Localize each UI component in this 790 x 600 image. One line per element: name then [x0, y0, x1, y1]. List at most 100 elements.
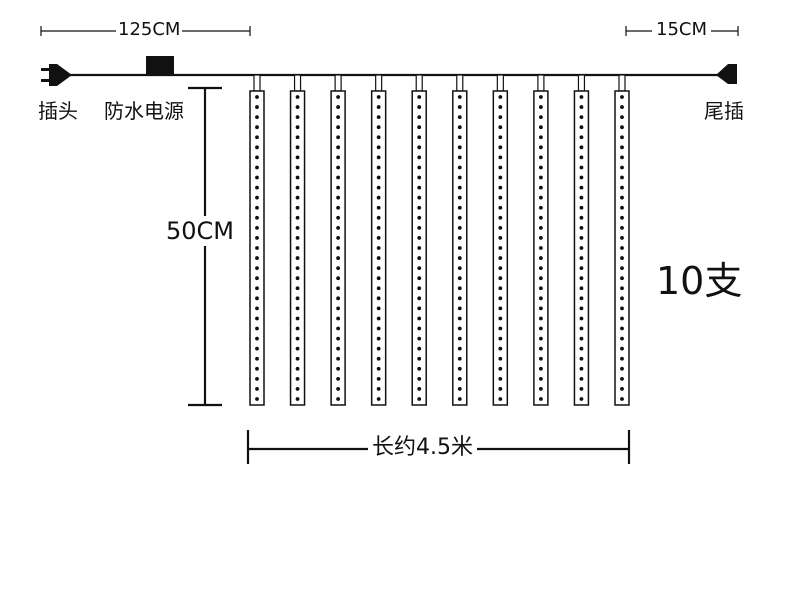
- led-tube: [330, 74, 346, 406]
- led-dot: [579, 316, 584, 321]
- led-dot: [620, 326, 624, 331]
- led-dot: [336, 165, 341, 170]
- led-dot: [579, 205, 584, 210]
- led-tube: [573, 74, 590, 406]
- led-dot: [255, 115, 259, 120]
- led-dot: [498, 286, 503, 291]
- led-dot: [417, 376, 422, 381]
- led-dot: [376, 387, 381, 391]
- led-dot: [336, 306, 341, 311]
- led-dot: [457, 276, 462, 281]
- led-dot: [498, 236, 503, 240]
- led-dot: [295, 336, 300, 341]
- led-dot: [336, 105, 341, 109]
- led-dot: [336, 125, 341, 130]
- led-dot: [376, 105, 381, 109]
- led-dot: [538, 397, 543, 401]
- led-dot: [498, 215, 503, 220]
- led-dot: [336, 376, 341, 381]
- led-dot: [255, 306, 259, 311]
- led-dot: [255, 356, 259, 361]
- led-dot: [457, 376, 462, 381]
- led-dot: [538, 387, 543, 391]
- led-dot: [295, 95, 300, 99]
- led-dot: [417, 286, 422, 291]
- led-dot: [620, 356, 624, 361]
- led-dot: [538, 145, 543, 150]
- led-dot: [376, 266, 381, 271]
- led-dot: [417, 346, 422, 351]
- led-dot: [336, 236, 341, 240]
- led-dot: [620, 256, 624, 260]
- led-dot: [336, 387, 341, 391]
- led-dot: [498, 306, 503, 311]
- led-dot: [579, 256, 584, 260]
- led-dot: [620, 286, 624, 291]
- led-dot: [498, 165, 503, 170]
- led-dot: [255, 125, 259, 130]
- led-dot: [538, 296, 543, 301]
- plug-label: 插头: [38, 99, 78, 123]
- led-dot: [376, 155, 381, 160]
- plug-length-label: 125CM: [116, 19, 183, 40]
- led-dot: [255, 256, 259, 260]
- led-dot: [336, 155, 341, 160]
- led-dot: [376, 135, 381, 140]
- led-dot: [295, 326, 300, 331]
- led-dot: [417, 266, 422, 271]
- led-dot: [538, 266, 543, 271]
- led-dot: [336, 326, 341, 331]
- led-dot: [579, 175, 584, 180]
- led-tube: [614, 74, 630, 406]
- led-dot: [498, 256, 503, 260]
- led-dot: [376, 256, 381, 260]
- led-dot: [376, 225, 381, 230]
- led-dot: [417, 246, 422, 250]
- led-dot: [498, 336, 503, 341]
- led-dot: [336, 195, 341, 200]
- led-dot: [295, 306, 300, 311]
- led-dot: [376, 346, 381, 351]
- led-dot: [295, 246, 300, 250]
- led-dot: [457, 205, 462, 210]
- led-dot: [336, 135, 341, 140]
- led-dot: [620, 135, 624, 140]
- led-dot: [579, 95, 584, 99]
- led-dot: [376, 306, 381, 311]
- led-dot: [498, 125, 503, 130]
- led-dot: [620, 225, 624, 230]
- led-dot: [457, 366, 462, 371]
- led-dot: [417, 316, 422, 321]
- tube-connector: [334, 74, 342, 92]
- led-dot: [620, 366, 624, 371]
- led-dot: [295, 115, 300, 120]
- led-dot: [417, 95, 422, 99]
- led-dot: [620, 205, 624, 210]
- led-dot: [376, 276, 381, 281]
- led-dot: [255, 316, 259, 321]
- led-dot: [295, 376, 300, 381]
- led-dot: [457, 236, 462, 240]
- led-dot: [255, 266, 259, 271]
- led-dot: [498, 326, 503, 331]
- led-dot: [498, 185, 503, 190]
- total-length-label: 长约4.5米: [368, 437, 477, 459]
- led-dot: [620, 336, 624, 341]
- led-dot: [376, 336, 381, 341]
- led-dot: [295, 175, 300, 180]
- led-dot: [457, 165, 462, 170]
- led-dot: [538, 316, 543, 321]
- led-dot: [255, 286, 259, 291]
- led-dot: [579, 326, 584, 331]
- led-dot: [336, 185, 341, 190]
- led-dot: [295, 236, 300, 240]
- led-dot: [376, 175, 381, 180]
- led-dot: [498, 205, 503, 210]
- led-dot: [538, 115, 543, 120]
- led-dot: [295, 266, 300, 271]
- led-dot: [498, 246, 503, 250]
- led-dot: [255, 326, 259, 331]
- led-tube: [411, 74, 427, 406]
- led-dot: [255, 387, 259, 391]
